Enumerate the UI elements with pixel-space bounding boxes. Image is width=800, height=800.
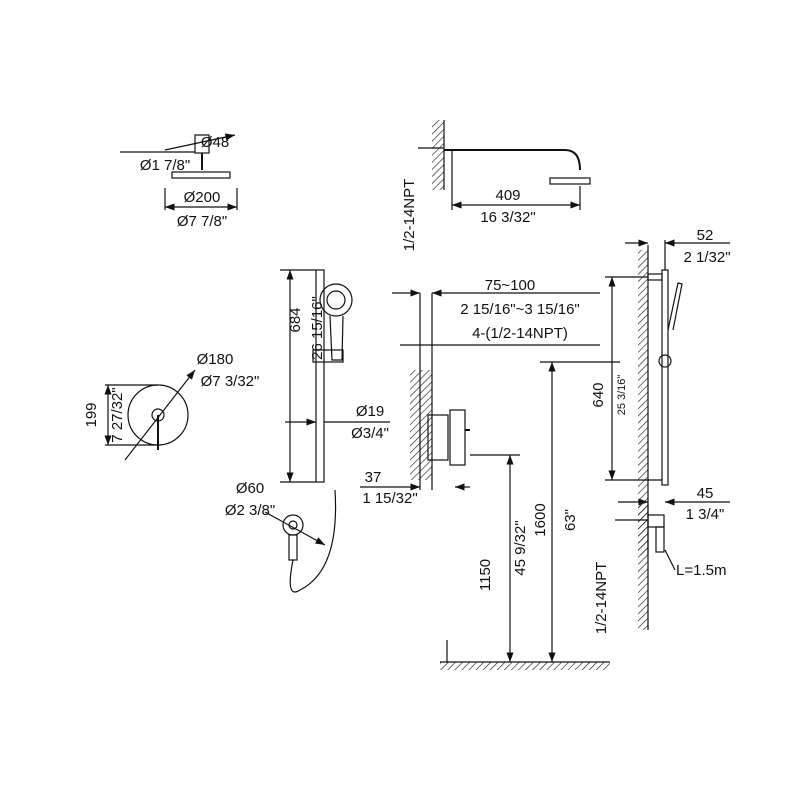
- head-arm-dia-mm: Ø48: [201, 134, 229, 151]
- elbow-offset-mm: 45: [697, 485, 714, 502]
- wall-elbow-and-hose: Ø60 Ø2 3/8": [225, 480, 337, 593]
- shower-head-front-view: Ø48 Ø1 7/8" Ø200 Ø7 7/8": [120, 133, 238, 230]
- bar-length-in: 26 15/16": [309, 296, 326, 360]
- plate-height-in: 7 27/32": [109, 387, 126, 442]
- top-height-mm: 1600: [532, 503, 549, 536]
- slide-bar-front-view: 684 26 15/16" Ø19 Ø3/4": [280, 269, 390, 483]
- bar-offset-in: 2 1/32": [683, 249, 730, 266]
- elbow-offset-in: 1 3/4": [686, 506, 725, 523]
- floor-heights: 1150 45 9/32" 1600 63": [440, 361, 620, 670]
- side-bar-mm: 640: [590, 382, 607, 407]
- valve-depth-in: 2 15/16"~3 15/16": [460, 301, 580, 318]
- plate-dia-mm: Ø180: [197, 351, 234, 368]
- plate-height-mm: 199: [83, 402, 100, 427]
- bar-dia-mm: Ø19: [356, 403, 384, 420]
- elbow-dia-mm: Ø60: [236, 480, 264, 497]
- plate-dia-in: Ø7 3/32": [201, 373, 260, 390]
- hose-length-label: L=1.5m: [676, 562, 726, 579]
- bottom-thread-label: 1/2-14NPT: [593, 562, 610, 635]
- valve-height-in: 45 9/32": [512, 520, 529, 575]
- valve-trim-plate: Ø180 Ø7 3/32" 199 7 27/32": [83, 351, 260, 461]
- bar-dia-in: Ø3/4": [351, 425, 389, 442]
- elbow-dia-in: Ø2 3/8": [225, 502, 275, 519]
- side-bar-in: 25 3/16": [616, 375, 628, 416]
- valve-depth-mm: 75~100: [485, 277, 535, 294]
- arm-length-in: 16 3/32": [480, 209, 535, 226]
- valve-height-mm: 1150: [477, 559, 494, 591]
- valve-ports-label: 4-(1/2-14NPT): [472, 325, 568, 342]
- head-dia-mm: Ø200: [184, 189, 221, 206]
- head-arm-dia-in: Ø1 7/8": [140, 157, 190, 174]
- top-thread-label: 1/2-14NPT: [401, 179, 418, 252]
- arm-length-mm: 409: [495, 187, 520, 204]
- bar-offset-mm: 52: [697, 227, 714, 244]
- head-dia-in: Ø7 7/8": [177, 213, 227, 230]
- bar-length-mm: 684: [287, 307, 304, 332]
- trim-depth-in: 1 15/32": [362, 490, 417, 507]
- top-height-in: 63": [562, 509, 579, 531]
- trim-depth-mm: 37: [365, 469, 382, 486]
- valve-section-view: 75~100 2 15/16"~3 15/16" 4-(1/2-14NPT) 3…: [360, 277, 600, 507]
- shower-arm-side-view: 1/2-14NPT 409 16 3/32": [401, 120, 591, 252]
- slide-bar-side-view: 52 2 1/32" 640 25 3/16" 45 1 3/4" L=1.5m…: [590, 227, 731, 634]
